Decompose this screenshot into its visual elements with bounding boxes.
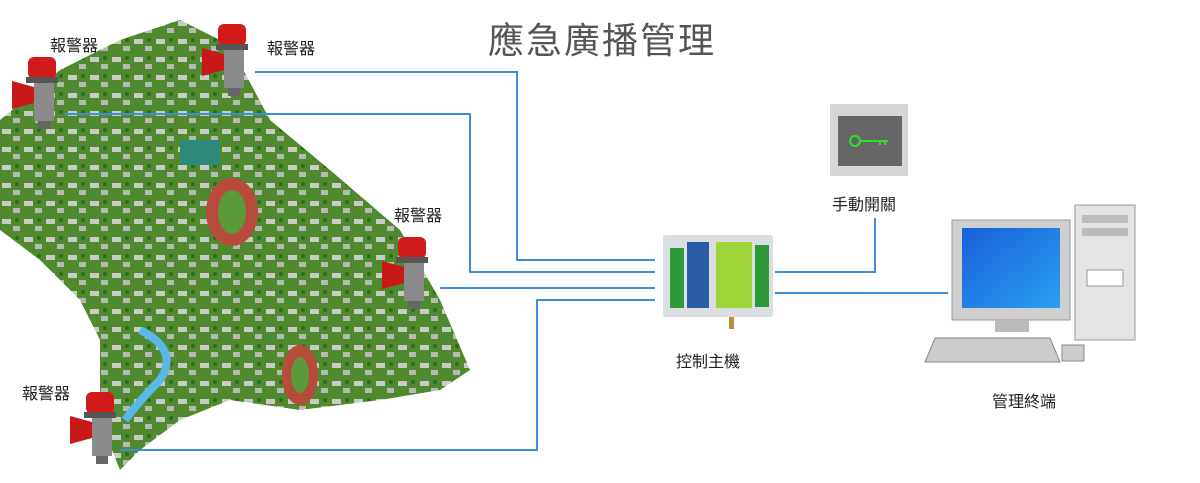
key-switch-icon — [830, 104, 908, 176]
controller-label: 控制主機 — [676, 352, 741, 371]
page-title: 應急廣播管理 — [488, 21, 717, 62]
alarm-label: 報警器 — [22, 384, 71, 403]
switch-label: 手動開關 — [832, 195, 897, 214]
alarm-label: 報警器 — [50, 36, 99, 55]
terminal-label: 管理終端 — [992, 392, 1057, 411]
connection-lines — [65, 71, 948, 451]
controller-device-icon — [663, 235, 773, 329]
alarm-icon — [70, 392, 116, 464]
computer-icon — [924, 204, 1136, 363]
alarm-label: 報警器 — [394, 206, 443, 225]
alarm-label: 報警器 — [267, 39, 316, 58]
